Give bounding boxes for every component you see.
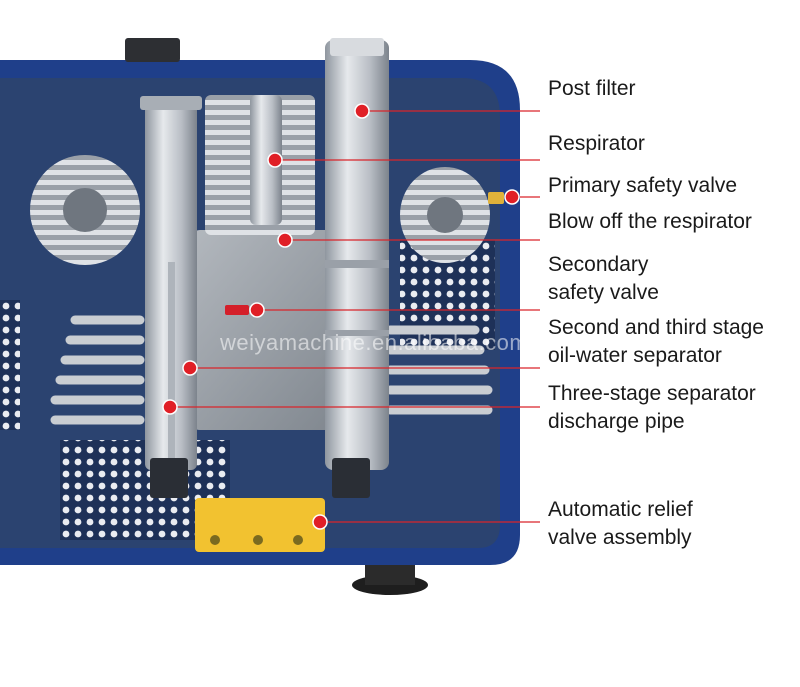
- top-gauge: [125, 38, 180, 62]
- oil-water-separator-label-line: Second and third stage: [548, 316, 764, 339]
- red-valve: [225, 305, 249, 315]
- oil-water-separator-label: Second and third stage oil-water separato…: [548, 314, 764, 370]
- separator-discharge-pipe-label: Three-stage separator discharge pipe: [548, 380, 756, 436]
- primary-safety-valve-label-line: Primary safety valve: [548, 174, 738, 197]
- blow-off-respirator-marker: [277, 232, 293, 248]
- oil-water-separator-label-line: oil-water separator: [548, 344, 722, 367]
- left-cooling-coil: [50, 315, 145, 425]
- post-filter-column: [325, 38, 389, 470]
- blow-off-respirator-label-line: Blow off the respirator: [548, 210, 752, 233]
- separator-discharge-pipe-marker: [162, 399, 178, 415]
- respirator-cylinder: [250, 95, 282, 225]
- respirator-marker: [267, 152, 283, 168]
- secondary-safety-valve-label: Secondary safety valve: [548, 251, 659, 307]
- primary-safety-valve-label: Primary safety valve: [548, 172, 737, 200]
- discharge-pipe: [168, 262, 175, 462]
- primary-safety-valve-marker: [504, 189, 520, 205]
- auto-relief-valve-label-line: valve assembly: [548, 526, 692, 549]
- perforated-panel-left: [0, 300, 20, 430]
- secondary-safety-valve-label-line: safety valve: [548, 281, 659, 304]
- post-filter-marker: [354, 103, 370, 119]
- left-cylinder-head: [30, 155, 140, 265]
- post-filter-label: Post filter: [548, 75, 636, 103]
- right-cooling-coil: [385, 325, 493, 415]
- separator-discharge-pipe-label-line: discharge pipe: [548, 410, 685, 433]
- left-solenoid: [150, 458, 188, 498]
- right-cylinder-head: [400, 167, 490, 263]
- crankcase-block: [190, 230, 360, 430]
- blow-off-respirator-label: Blow off the respirator: [548, 208, 752, 236]
- oil-water-separator-marker: [182, 360, 198, 376]
- separator-discharge-pipe-label-line: Three-stage separator: [548, 382, 756, 405]
- auto-relief-valve-label: Automatic relief valve assembly: [548, 496, 693, 552]
- auto-relief-valve-marker: [312, 514, 328, 530]
- post-filter-label-line: Post filter: [548, 77, 636, 100]
- respirator-label-line: Respirator: [548, 132, 645, 155]
- watermark: weiyamachine.en.alibaba.com: [220, 330, 529, 355]
- secondary-safety-valve-marker: [249, 302, 265, 318]
- secondary-safety-valve-label-line: Secondary: [548, 253, 649, 276]
- respirator-label: Respirator: [548, 130, 645, 158]
- primary-safety-valve-part: [488, 192, 504, 204]
- relief-valve-manifold: [195, 498, 325, 552]
- right-solenoid: [332, 458, 370, 498]
- callout-leaders: [162, 103, 540, 530]
- auto-relief-valve-label-line: Automatic relief: [548, 498, 693, 521]
